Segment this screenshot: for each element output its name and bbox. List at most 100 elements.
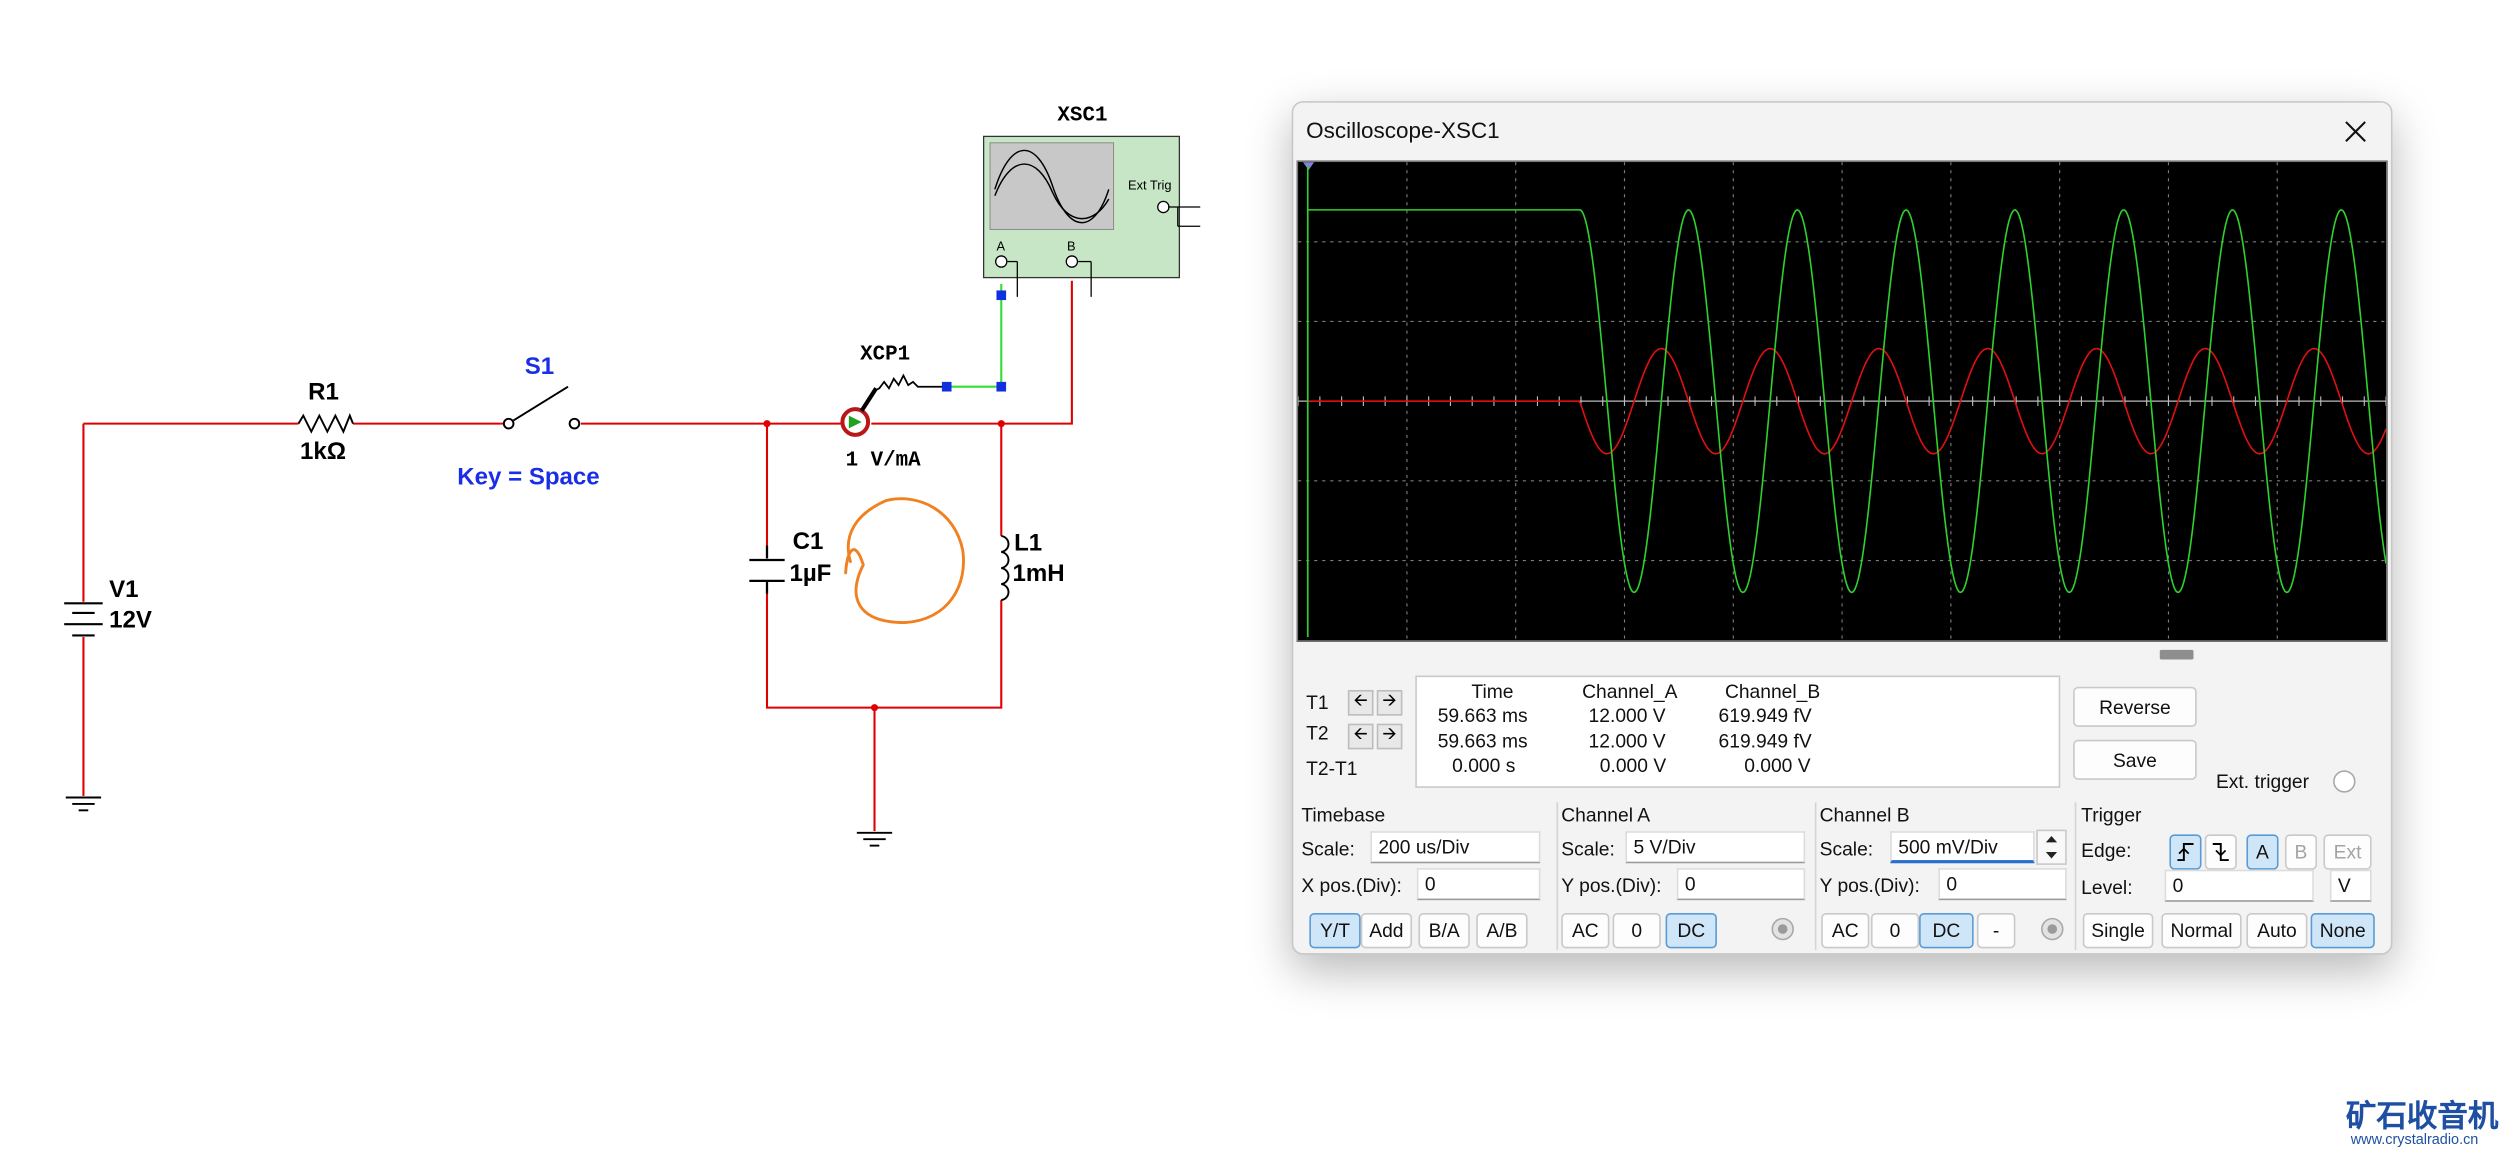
l1-value: 1mH bbox=[1013, 560, 1065, 587]
header-channel-b: Channel_B bbox=[1724, 680, 1821, 703]
watermark-url: www.crystalradio.cn bbox=[2350, 1131, 2479, 1148]
oscilloscope-xsc1-symbol[interactable] bbox=[982, 135, 1201, 297]
t1-left-button[interactable]: 🡨 bbox=[1347, 689, 1374, 716]
rising-edge-icon bbox=[2177, 843, 2194, 862]
close-button[interactable] bbox=[2336, 112, 2375, 151]
timebase-scale-field[interactable]: 200 us/Div bbox=[1370, 831, 1541, 864]
t1-channel-a: 12.000 V bbox=[1588, 704, 1666, 727]
channel-b-scale-spinner[interactable] bbox=[2036, 829, 2067, 865]
channel-a-color-indicator[interactable] bbox=[1771, 917, 1794, 941]
current-probe-xcp1[interactable] bbox=[840, 373, 947, 437]
channel-a-scale-field[interactable]: 5 V/Div bbox=[1625, 831, 1806, 864]
timebase-scale-label: Scale: bbox=[1301, 837, 1355, 861]
channel-b-scale-field[interactable]: 500 mV/Div bbox=[1890, 831, 2035, 864]
timebase-mode-yt-button[interactable]: Y/T bbox=[1309, 913, 1361, 949]
trigger-rising-edge-button[interactable] bbox=[2169, 834, 2202, 870]
probe-wire bbox=[946, 284, 1003, 388]
channel-b-ypos-field[interactable]: 0 bbox=[1938, 868, 2067, 901]
probe-name: XCP1 bbox=[860, 343, 910, 366]
cursor-diff-label: T2-T1 bbox=[1306, 757, 1358, 780]
trigger-mode-normal-button[interactable]: Normal bbox=[2161, 913, 2242, 949]
diff-channel-b: 0.000 V bbox=[1744, 754, 1811, 777]
timebase-mode-ab-button[interactable]: A/B bbox=[1476, 913, 1528, 949]
channel-b-ac-button[interactable]: AC bbox=[1821, 913, 1870, 949]
battery-v1[interactable] bbox=[64, 602, 103, 637]
resistor-r1[interactable] bbox=[297, 412, 354, 434]
trigger-source-b-button[interactable]: B bbox=[2284, 834, 2318, 870]
probe-wire-node bbox=[996, 381, 1007, 392]
window-title: Oscilloscope-XSC1 bbox=[1306, 117, 1500, 143]
header-channel-a: Channel_A bbox=[1582, 680, 1678, 703]
trigger-source-ext-button[interactable]: Ext bbox=[2323, 834, 2372, 870]
section-divider bbox=[1556, 802, 1559, 950]
timebase-xpos-field[interactable]: 0 bbox=[1416, 868, 1541, 901]
trigger-level-field[interactable]: 0 bbox=[2164, 869, 2314, 902]
channel-a-ac-button[interactable]: AC bbox=[1561, 913, 1610, 949]
timebase-mode-add-button[interactable]: Add bbox=[1360, 913, 1413, 949]
trigger-falling-edge-button[interactable] bbox=[2204, 834, 2237, 870]
r1-name: R1 bbox=[308, 379, 339, 406]
trigger-level-unit[interactable]: V bbox=[2329, 869, 2372, 902]
section-divider bbox=[2074, 802, 2077, 950]
c1-value: 1µF bbox=[789, 560, 831, 587]
trigger-title: Trigger bbox=[2081, 803, 2142, 827]
save-button[interactable]: Save bbox=[2073, 739, 2197, 780]
splitter-handle[interactable] bbox=[2159, 649, 2194, 660]
close-icon bbox=[2345, 121, 2366, 142]
l1-name: L1 bbox=[1014, 529, 1042, 556]
oscilloscope-screen[interactable] bbox=[1296, 160, 2388, 642]
title-bar[interactable]: Oscilloscope-XSC1 bbox=[1293, 102, 2391, 161]
channel-a-dc-button[interactable]: DC bbox=[1665, 913, 1717, 949]
junction-dots bbox=[763, 420, 1005, 712]
timebase-mode-ba-button[interactable]: B/A bbox=[1418, 913, 1470, 949]
t1-right-button[interactable]: 🡪 bbox=[1376, 689, 1403, 716]
circuit-schematic: V1 12V R1 1kΩ S1 Key = Space C1 1µF L1 1… bbox=[64, 104, 1201, 847]
diff-time: 0.000 s bbox=[1452, 754, 1516, 777]
section-divider bbox=[1814, 802, 1817, 950]
t2-right-button[interactable]: 🡪 bbox=[1376, 723, 1403, 750]
trigger-level-label: Level: bbox=[2081, 876, 2133, 899]
channel-b-color-indicator[interactable] bbox=[2041, 917, 2064, 941]
trigger-mode-none-button[interactable]: None bbox=[2310, 913, 2375, 949]
channel-b-zero-button[interactable]: 0 bbox=[1870, 913, 1920, 949]
channel-a-ypos-label: Y pos.(Div): bbox=[1561, 874, 1662, 897]
circuit-wires bbox=[82, 280, 1073, 832]
channel-b-invert-button[interactable]: - bbox=[1976, 913, 2016, 949]
channel-a-zero-button[interactable]: 0 bbox=[1612, 913, 1661, 949]
capacitor-c1[interactable] bbox=[749, 545, 785, 594]
v1-name: V1 bbox=[109, 576, 138, 603]
c1-name: C1 bbox=[793, 528, 824, 555]
t1-time: 59.663 ms bbox=[1437, 704, 1528, 727]
scope-ext-trig-label: Ext Trig bbox=[1128, 177, 1171, 192]
inductor-l1[interactable] bbox=[1000, 534, 1010, 602]
watermark-text: 矿石收音机 bbox=[2345, 1100, 2499, 1135]
timebase-xpos-label: X pos.(Div): bbox=[1301, 874, 1402, 897]
cursor-t2-label: T2 bbox=[1306, 722, 1329, 745]
trace-channel-a bbox=[1306, 208, 2387, 638]
ext-trigger-radio[interactable] bbox=[2333, 770, 2356, 793]
channel-b-dc-button[interactable]: DC bbox=[1919, 913, 1974, 949]
ground-symbol bbox=[856, 831, 893, 847]
switch-s1[interactable] bbox=[500, 385, 581, 430]
channel-b-scale-label: Scale: bbox=[1819, 837, 1874, 861]
s1-key-label: Key = Space bbox=[457, 464, 599, 491]
reverse-button[interactable]: Reverse bbox=[2073, 686, 2197, 727]
t2-left-button[interactable]: 🡨 bbox=[1347, 723, 1374, 750]
ground-symbol bbox=[65, 796, 102, 812]
v1-value: 12V bbox=[109, 606, 152, 633]
trigger-source-a-button[interactable]: A bbox=[2246, 834, 2279, 870]
channel-a-ypos-field[interactable]: 0 bbox=[1676, 868, 1806, 901]
scope-channel-b-label: B bbox=[1067, 238, 1076, 253]
oscilloscope-window[interactable]: Oscilloscope-XSC1 T1 🡨 🡪 T2 🡨 🡪 bbox=[1291, 101, 2393, 955]
channel-a-scale-label: Scale: bbox=[1561, 837, 1615, 861]
channel-b-title: Channel B bbox=[1819, 803, 1910, 827]
channel-a-title: Channel A bbox=[1561, 803, 1651, 827]
trigger-mode-single-button[interactable]: Single bbox=[2082, 913, 2154, 949]
ext-trigger-label: Ext. trigger bbox=[2215, 770, 2310, 793]
trigger-mode-auto-button[interactable]: Auto bbox=[2246, 913, 2308, 949]
trigger-marker-icon[interactable] bbox=[1302, 162, 1315, 171]
probe-wire-node bbox=[996, 290, 1007, 301]
diff-channel-a: 0.000 V bbox=[1599, 754, 1667, 777]
trace-channel-b bbox=[1307, 347, 2387, 455]
cursor-t1-label: T1 bbox=[1306, 691, 1329, 715]
